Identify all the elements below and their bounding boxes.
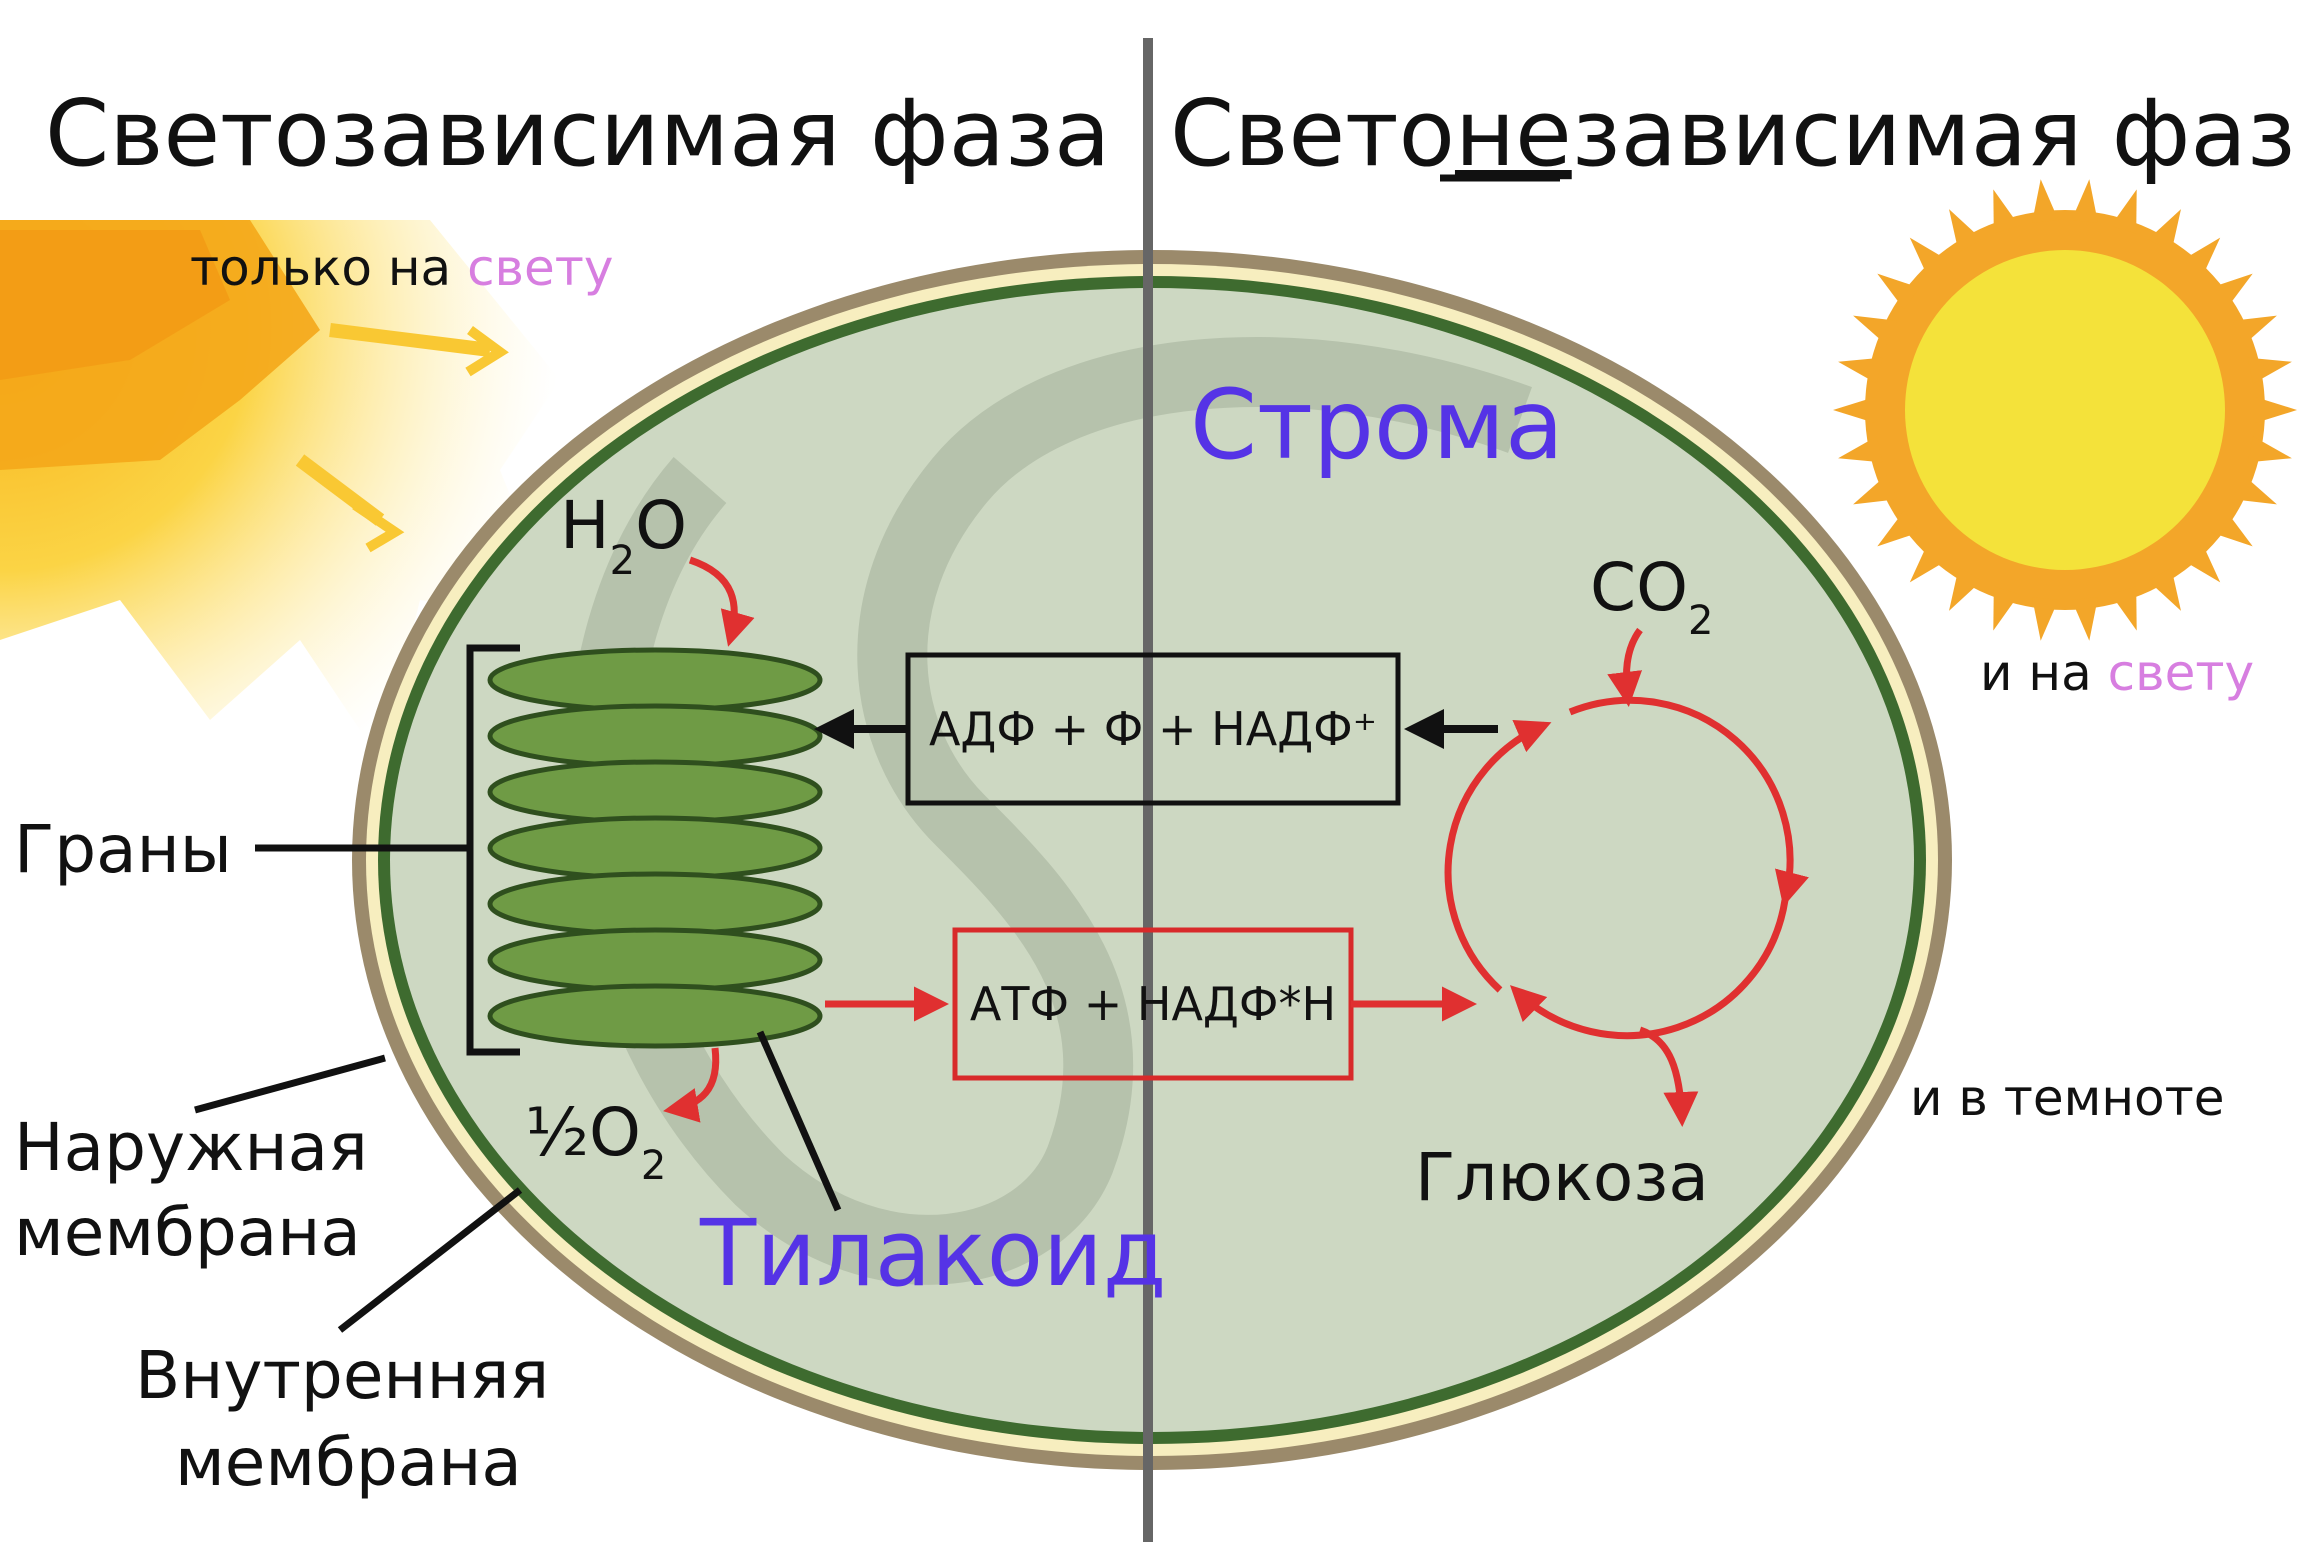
sun-left-caption: только на — [190, 239, 467, 297]
header-dark-phase-suffix: зависимая фаза — [1572, 80, 2300, 187]
header-dark-phase-ne: не — [1455, 80, 1572, 187]
sun-ray — [2181, 237, 2221, 278]
sun-ray — [2210, 510, 2253, 547]
sun-left-caption-highlight: свету — [467, 239, 613, 297]
header-light-phase: Светозависимая фаза — [45, 80, 1110, 187]
inner-membrane-label-2: мембрана — [175, 1424, 522, 1501]
grana-stack — [487, 647, 823, 1049]
header-dark-phase-prefix: Свето — [1170, 80, 1455, 187]
oxygen-sub: 2 — [641, 1143, 666, 1189]
thylakoid-leader-line — [756, 1030, 842, 1212]
grana-label: Граны — [14, 811, 232, 888]
inner-membrane-label-1: Внутренняя — [135, 1337, 549, 1414]
water-h: H — [560, 487, 610, 564]
sun-ray — [2181, 542, 2221, 583]
sun-ray — [1909, 542, 1949, 583]
sun-ray — [2148, 209, 2181, 253]
thylakoid-label: Тилакоид — [699, 1200, 1166, 1307]
sun-right-caption-dark: и в темноте — [1910, 1069, 2225, 1127]
outer-membrane-label-2: мембрана — [14, 1194, 361, 1271]
sun-ray — [2032, 179, 2059, 223]
sun-ray — [1993, 189, 2020, 234]
sun-ray — [2071, 179, 2098, 223]
svg-text:H2O: H2O — [560, 487, 687, 584]
svg-text:и на свету: и на свету — [1980, 644, 2254, 702]
granum-disc — [487, 983, 823, 1049]
oxygen-half: ½O — [525, 1094, 641, 1171]
sun-ray — [1877, 273, 1920, 310]
sun-ray — [2148, 567, 2181, 611]
calvin-cycle-icon — [1444, 627, 1809, 1127]
inner-membrane-leader-line — [337, 1187, 523, 1333]
sun-right-caption: и на — [1980, 644, 2108, 702]
sun-ray — [2232, 315, 2277, 345]
sun-ray — [1838, 436, 1883, 463]
glucose-arrow — [1638, 1026, 1699, 1127]
granum-disc — [487, 927, 823, 993]
granum-disc — [487, 759, 823, 825]
co2-main: CO — [1590, 549, 1688, 626]
sun-right-caption-highlight: свету — [2108, 644, 2254, 702]
granum-disc — [487, 703, 823, 769]
sun-ray — [1949, 209, 1982, 253]
granum-disc — [487, 815, 823, 881]
atp-box-text: АТФ + НАДФ*Н — [970, 977, 1336, 1031]
sun-ray — [1838, 357, 1883, 384]
outer-membrane-leader-line — [194, 1054, 386, 1114]
sun-ray — [1877, 510, 1920, 547]
co2-arrow — [1607, 627, 1643, 707]
sun-icon-left — [0, 220, 560, 760]
water-o: O — [635, 487, 687, 564]
svg-text:½O2: ½O2 — [525, 1094, 666, 1189]
svg-text:только на свету: только на свету — [190, 239, 614, 297]
svg-text:Светонезависимая фаза: Светонезависимая фаза — [1170, 80, 2300, 187]
sun-ray — [2110, 189, 2137, 234]
oxygen-arrow — [663, 1047, 720, 1123]
sun-ray — [1993, 586, 2020, 631]
sun-ray — [2247, 436, 2292, 463]
granum-disc — [487, 871, 823, 937]
svg-text:CO2: CO2 — [1590, 549, 1714, 644]
sun-icon-right — [1833, 179, 2297, 641]
stroma-label: Строма — [1190, 369, 1564, 481]
water-arrow — [688, 556, 755, 647]
sun-ray — [1853, 315, 1898, 345]
sun-ray — [1949, 567, 1982, 611]
sun-ray — [1833, 396, 1876, 424]
granum-disc — [487, 647, 823, 713]
glucose-label: Глюкоза — [1415, 1139, 1709, 1216]
sun-ray — [2247, 357, 2292, 384]
sun-ray — [2110, 586, 2137, 631]
outer-membrane-label-1: Наружная — [14, 1109, 368, 1186]
sun-ray — [1909, 237, 1949, 278]
sun-ray — [2032, 597, 2059, 641]
sun-ray — [2210, 273, 2253, 310]
co2-sub: 2 — [1688, 598, 1713, 644]
water-sub: 2 — [610, 538, 635, 584]
sun-ray — [1853, 475, 1898, 505]
sun-ray — [2232, 475, 2277, 505]
adp-box-text: АДФ + Ф + НАДФ⁺ — [929, 702, 1377, 756]
sun-ray — [2071, 597, 2098, 641]
sun-ray — [2254, 396, 2297, 424]
